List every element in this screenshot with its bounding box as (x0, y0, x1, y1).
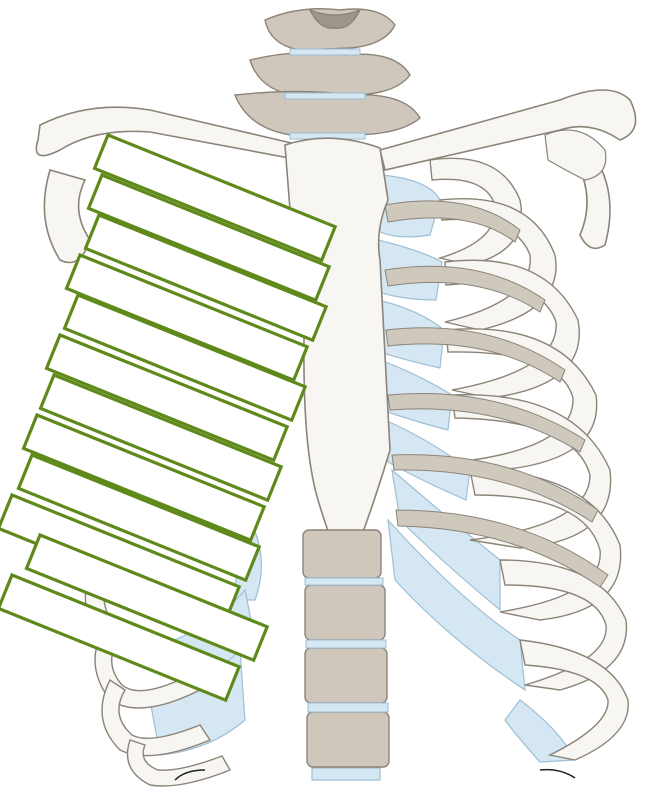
scapula (545, 130, 606, 180)
cervical-spine (235, 9, 420, 136)
